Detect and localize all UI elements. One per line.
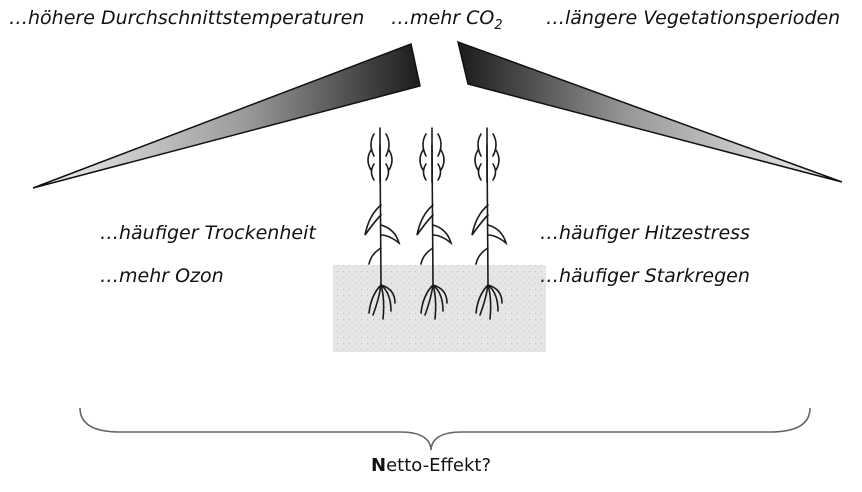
wheat-plant-2 [416,127,453,320]
net-effect-brace [79,407,811,451]
net-effect-label: Netto-Effekt? [0,457,862,475]
label-heat-stress: …häufiger Hitzestress [540,222,750,244]
label-more-co2-text: …mehr CO [391,7,495,29]
soil-patch [333,265,546,352]
wheat-plant-1 [364,127,401,320]
left-impact-wedge [32,42,421,189]
label-ozone: …mehr Ozon [100,265,224,287]
net-effect-rest: etto-Effekt? [386,455,491,476]
wheat-plant-3 [471,127,508,320]
label-higher-temperatures: …höhere Durchschnittstemperaturen [9,7,365,29]
net-effect-first-letter: N [371,455,387,476]
wheat-plants [364,127,508,320]
label-heavy-rain: …häufiger Starkregen [540,265,750,287]
right-impact-wedge [456,40,843,183]
label-drought: …häufiger Trockenheit [100,222,316,244]
label-longer-vegetation: …längere Vegetationsperioden [546,7,841,29]
label-co2-subscript: 2 [494,17,503,33]
label-more-co2: …mehr CO2 [391,9,503,32]
